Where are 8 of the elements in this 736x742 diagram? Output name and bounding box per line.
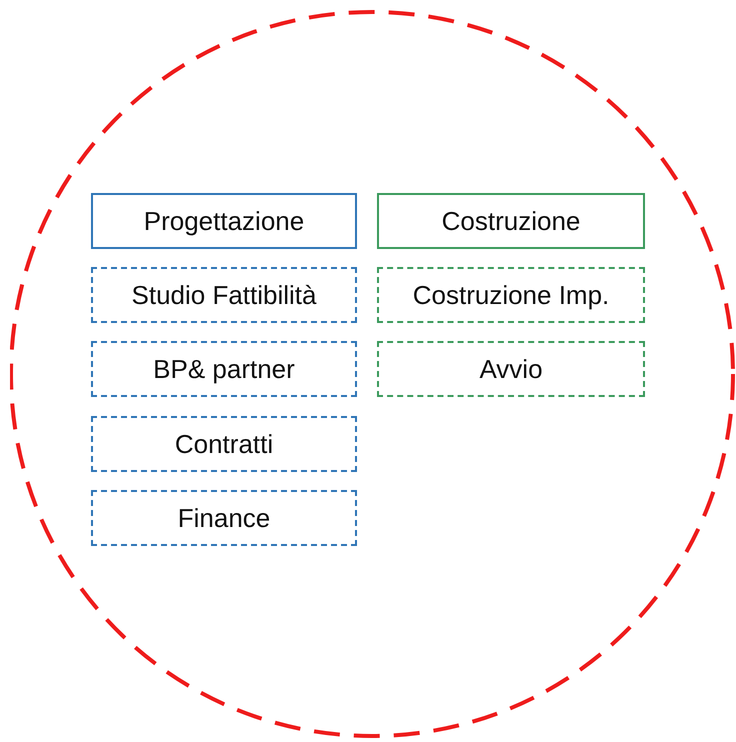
- task-box: Costruzione Imp.: [377, 267, 645, 323]
- task-box: BP& partner: [91, 341, 357, 397]
- heading-box: Progettazione: [91, 193, 357, 249]
- task-box: Finance: [91, 490, 357, 546]
- task-box: Avvio: [377, 341, 645, 397]
- heading-box: Costruzione: [377, 193, 645, 249]
- task-box: Studio Fattibilità: [91, 267, 357, 323]
- task-box: Contratti: [91, 416, 357, 472]
